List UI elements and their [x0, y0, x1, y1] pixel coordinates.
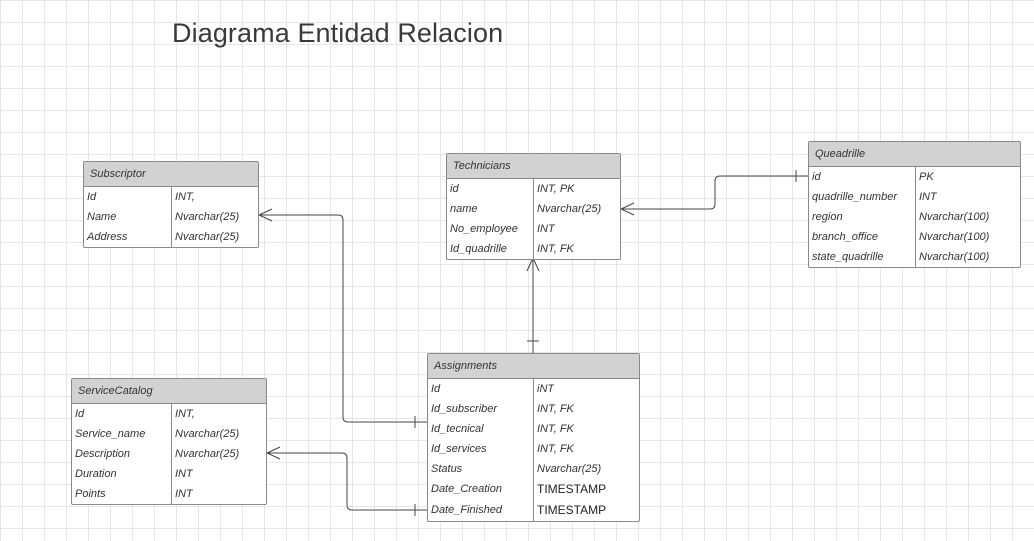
field-name: Points [72, 484, 172, 504]
field-type: INT [919, 191, 937, 203]
field-type: Nvarchar(25) [537, 463, 602, 475]
field-name: id [809, 167, 916, 187]
field-name: Id [72, 404, 172, 424]
field-type: Nvarchar(25) [175, 211, 240, 223]
field-name: Id_services [428, 439, 534, 459]
field-name: Id [428, 379, 534, 399]
entity-header: Subscriptor [84, 162, 258, 187]
diagram-title: Diagrama Entidad Relacion [172, 18, 504, 48]
field-name: Service_name [72, 424, 172, 444]
entity-header: Assignments [428, 354, 639, 379]
field-type: TIMESTAMP [537, 482, 607, 496]
field-type: Nvarchar(25) [175, 231, 240, 243]
field-type: INT, FK [537, 443, 574, 455]
field-name: Date_Finished [428, 500, 534, 521]
field-name: Description [72, 444, 172, 464]
entity-header: Technicians [447, 154, 620, 179]
relation-technicians-quadrille [621, 175, 808, 210]
field-type: Nvarchar(100) [919, 211, 990, 223]
relation-subscriptor-assignments [259, 214, 427, 423]
field-name: name [447, 199, 534, 219]
field-type: Nvarchar(100) [919, 251, 990, 263]
field-type: INT [175, 468, 193, 480]
field-name: Status [428, 459, 534, 479]
relation-servicecatalog-assignments [267, 452, 427, 511]
field-name: No_employee [447, 219, 534, 239]
field-type: INT, [175, 408, 195, 420]
field-type: INT, [175, 191, 195, 203]
field-type: Nvarchar(25) [175, 448, 240, 460]
field-name: Id [84, 187, 172, 207]
field-name: Id_subscriber [428, 399, 534, 419]
field-type: INT [537, 223, 555, 235]
entity-header: Queadrille [809, 142, 1020, 167]
field-name: state_quadrille [809, 247, 916, 267]
field-type: INT, FK [537, 243, 574, 255]
field-type: Nvarchar(100) [919, 231, 990, 243]
field-type: TIMESTAMP [537, 503, 607, 517]
field-type: iNT [537, 383, 555, 395]
field-name: Address [84, 227, 172, 247]
field-name: Id_quadrille [447, 239, 534, 259]
field-name: Duration [72, 464, 172, 484]
field-type: PK [919, 171, 934, 183]
entity-header: ServiceCatalog [72, 379, 266, 404]
crowfoot-subscriptor [257, 208, 273, 222]
field-type: Nvarchar(25) [537, 203, 602, 215]
field-type: INT [175, 488, 193, 500]
field-name: Id_tecnical [428, 419, 534, 439]
field-name: Name [84, 207, 172, 227]
crowfoot-technicians-right [619, 202, 635, 216]
field-name: id [447, 179, 534, 199]
field-name: quadrille_number [809, 187, 916, 207]
field-name: region [809, 207, 916, 227]
field-type: INT, FK [537, 403, 574, 415]
field-name: branch_office [809, 227, 916, 247]
field-type: INT, FK [537, 423, 574, 435]
field-type: INT, PK [537, 183, 575, 195]
field-name: Date_Creation [428, 479, 534, 500]
crowfoot-servicecatalog [265, 446, 281, 460]
field-type: Nvarchar(25) [175, 428, 240, 440]
